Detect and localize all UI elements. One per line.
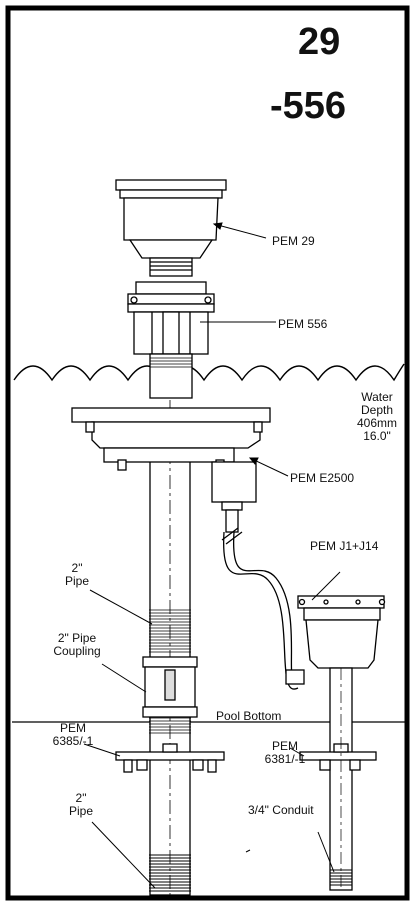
label-pem-556: PEM 556 xyxy=(278,317,328,331)
model-number-line1: 29 xyxy=(298,21,341,63)
pipe-coupling xyxy=(142,656,198,718)
pem-6385-flange xyxy=(115,743,225,773)
label-pem-j1-j14: PEM J1+J14 xyxy=(310,539,379,553)
label-pem-e2500: PEM E2500 xyxy=(290,471,355,485)
pem-29-nozzle xyxy=(115,179,227,277)
label-pool-bottom: Pool Bottom xyxy=(216,709,282,723)
pem-e2500-housing xyxy=(71,407,271,511)
pem-556-stem-threads xyxy=(150,357,192,368)
label-pem-29: PEM 29 xyxy=(272,234,315,248)
pipe-threads-upper xyxy=(149,609,191,653)
label-2in-pipe-upper: 2" Pipe xyxy=(64,561,90,588)
label-conduit: 3/4" Conduit xyxy=(248,803,314,817)
label-pem-6381: PEM 6381/-1 xyxy=(264,739,306,766)
pipe-threads-mid xyxy=(149,717,191,734)
pem-556-body xyxy=(127,281,215,399)
e2500-cable xyxy=(221,509,305,690)
label-2in-pipe-lower: 2" Pipe xyxy=(68,791,94,818)
label-pem-6385: PEM 6385/-1 xyxy=(52,721,94,748)
label-2in-pipe-coupling: 2" Pipe Coupling xyxy=(53,631,101,658)
diagram-border xyxy=(5,5,410,901)
model-number-line2: -556 xyxy=(270,85,347,127)
water-surface-waves xyxy=(13,363,405,382)
pipe-threads-bottom xyxy=(149,854,191,892)
pem-j1-j14-junction-box xyxy=(297,595,386,669)
leader-lines xyxy=(83,222,341,889)
label-water-depth: Water Depth 406mm 16.0" xyxy=(356,390,397,443)
conduit-pipe xyxy=(299,667,377,891)
